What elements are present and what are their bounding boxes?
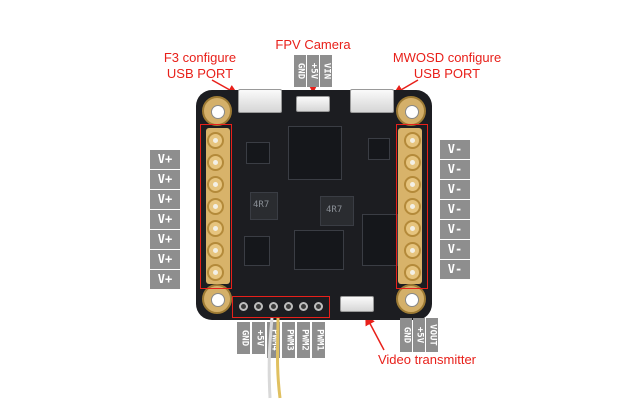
right-pad xyxy=(404,198,421,215)
small-chip-bottom-left xyxy=(244,236,270,266)
camera-connector[interactable] xyxy=(296,96,330,112)
f3-callout-line1: F3 configure xyxy=(163,50,237,65)
right-pad-label: V- xyxy=(440,180,470,199)
inductor-left xyxy=(250,192,278,220)
header-pin xyxy=(314,302,323,311)
f3-callout-line2: USB PORT xyxy=(166,66,234,81)
right-pad-label: V- xyxy=(440,240,470,259)
vtx-arrow xyxy=(365,314,385,351)
right-pad-label: V- xyxy=(440,220,470,239)
left-pad xyxy=(207,176,224,193)
left-pad xyxy=(207,264,224,281)
right-pad xyxy=(404,242,421,259)
right-pad xyxy=(404,154,421,171)
regulator-chip-left xyxy=(246,142,270,164)
right-pad-label: V- xyxy=(440,200,470,219)
bottom-pin-label: GND xyxy=(237,322,250,354)
regulator-chip-right xyxy=(368,138,390,160)
right-pad-label: V- xyxy=(440,140,470,159)
mount-hole-bottom-left xyxy=(202,284,232,314)
inductor-right xyxy=(320,196,354,226)
inductor-marking-left: 4R7 xyxy=(253,200,270,210)
left-pad xyxy=(207,242,224,259)
mount-hole-top-right xyxy=(396,96,426,126)
vtx-pin-label: +5V xyxy=(413,318,425,352)
bottom-pin-label: PWM4 xyxy=(267,322,280,358)
left-pad-label: V+ xyxy=(150,250,180,269)
f3-usb-callout: F3 configure USB PORT xyxy=(150,50,250,82)
driver-chip-left xyxy=(294,230,344,270)
mount-hole-bottom-right xyxy=(396,284,426,314)
mwosd-usb-callout: MWOSD configure USB PORT xyxy=(382,50,512,82)
header-pin xyxy=(284,302,293,311)
right-pad xyxy=(404,264,421,281)
header-pin xyxy=(254,302,263,311)
left-pad-label: V+ xyxy=(150,230,180,249)
bottom-pin-label: PWM2 xyxy=(297,322,310,358)
f3-usb-port[interactable] xyxy=(238,89,282,113)
mount-hole-top-left xyxy=(202,96,232,126)
header-pin xyxy=(239,302,248,311)
header-pin xyxy=(269,302,278,311)
camera-pin-label: +5V xyxy=(307,55,319,87)
bottom-pin-label: PWM1 xyxy=(312,322,325,358)
right-pads-highlight xyxy=(396,124,428,289)
mwosd-callout-line1: MWOSD configure xyxy=(392,50,502,65)
right-pad-label: V- xyxy=(440,160,470,179)
left-pad-label: V+ xyxy=(150,210,180,229)
header-pin xyxy=(299,302,308,311)
bottom-pin-label: +5V xyxy=(252,322,265,354)
left-pad xyxy=(207,220,224,237)
vtx-pin-label: GND xyxy=(400,318,412,352)
left-pad xyxy=(207,154,224,171)
vtx-pin-label: VOUT xyxy=(426,318,438,352)
mwosd-callout-line2: USB PORT xyxy=(413,66,481,81)
left-pad-label: V+ xyxy=(150,170,180,189)
left-pad xyxy=(207,198,224,215)
right-pad xyxy=(404,220,421,237)
right-pad xyxy=(404,176,421,193)
inductor-marking-right: 4R7 xyxy=(326,205,343,215)
bottom-pins-highlight xyxy=(232,296,330,318)
fpv-camera-callout: FPV Camera xyxy=(275,37,351,52)
mcu-chip xyxy=(288,126,342,180)
right-pad xyxy=(404,132,421,149)
left-pad-label: V+ xyxy=(150,270,180,289)
camera-pin-label: GND xyxy=(294,55,306,87)
bottom-pin-label: PWM3 xyxy=(282,322,295,358)
camera-pin-label: VIN xyxy=(320,55,332,87)
right-pad-label: V- xyxy=(440,260,470,279)
left-pad-label: V+ xyxy=(150,190,180,209)
osd-chip xyxy=(362,214,398,266)
left-pads-highlight xyxy=(200,124,232,289)
vtx-connector[interactable] xyxy=(340,296,374,312)
video-transmitter-callout: Video transmitter xyxy=(377,352,477,367)
left-pad xyxy=(207,132,224,149)
mwosd-usb-port[interactable] xyxy=(350,89,394,113)
left-pad-label: V+ xyxy=(150,150,180,169)
